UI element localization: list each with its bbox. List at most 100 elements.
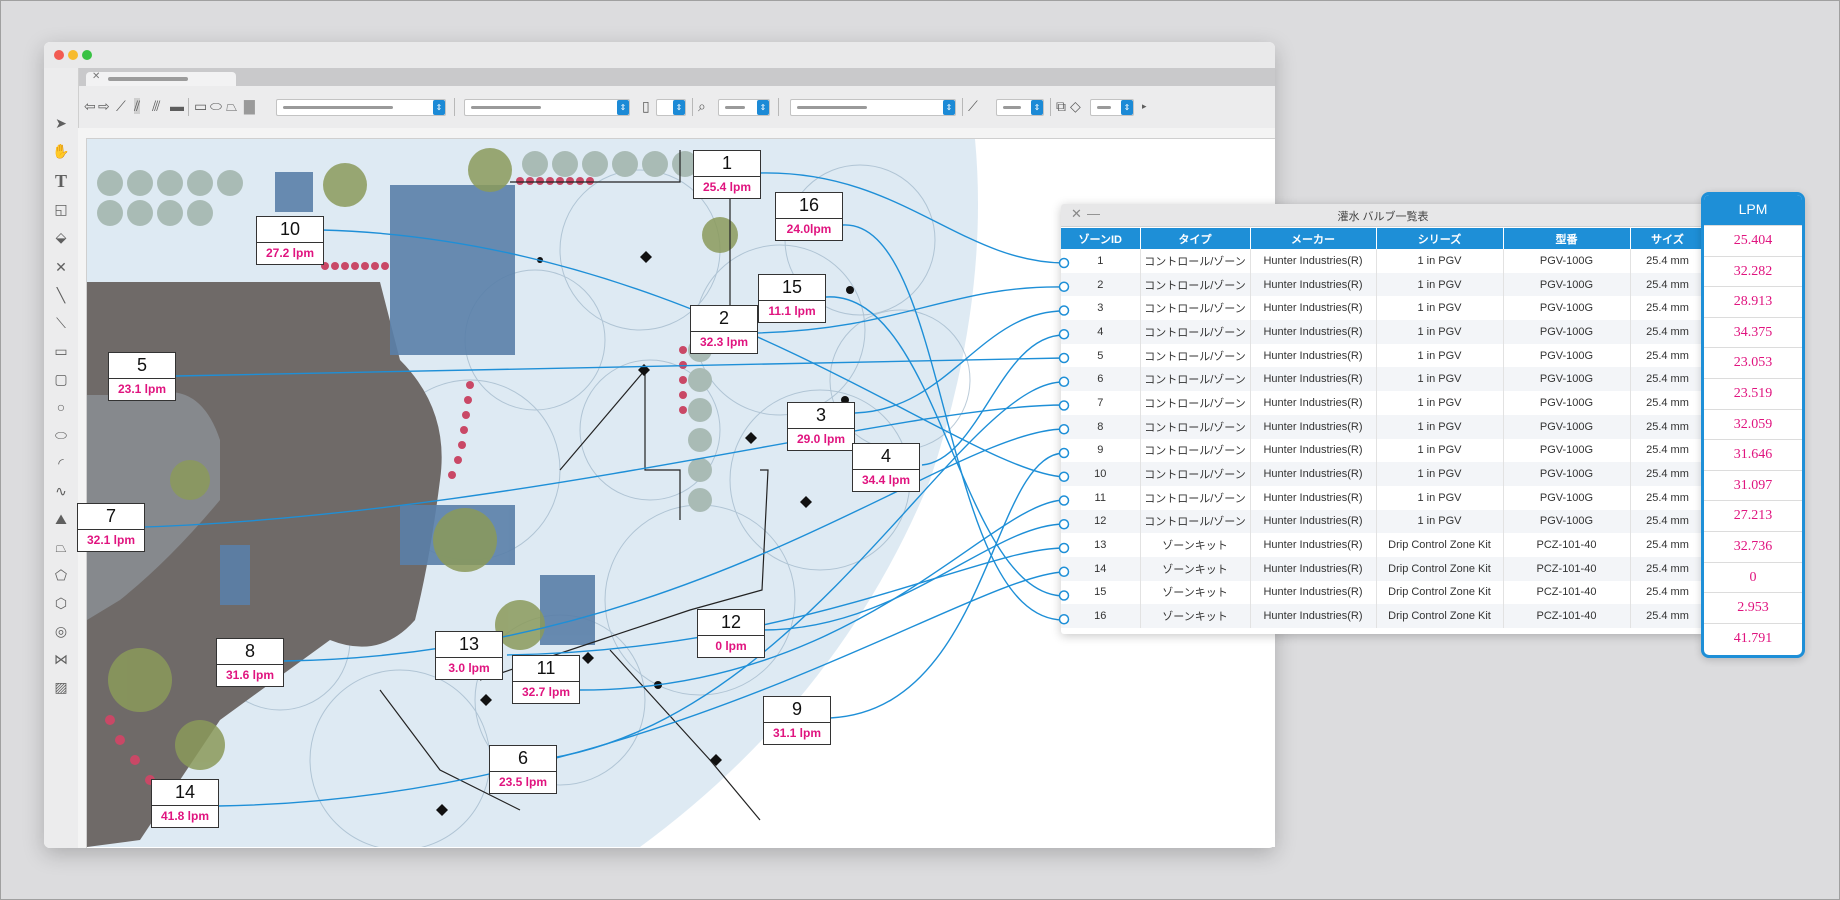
3d-tool-icon[interactable]: ⬙: [55, 229, 67, 245]
callout-icon[interactable]: ◱: [54, 201, 68, 217]
landscape-icon[interactable]: ⛰: [55, 511, 67, 527]
valve-panel-title: 灌水 バルブ一覧表: [1337, 211, 1429, 223]
chevron-updown-icon: ⇕: [673, 100, 685, 115]
cell-model: PGV-100G: [1503, 462, 1631, 486]
target-icon[interactable]: ◎: [54, 623, 68, 639]
back-arrow-icon[interactable]: ⇦: [84, 98, 96, 114]
rounded-rectangle-icon[interactable]: ▢: [54, 371, 68, 387]
close-window-button[interactable]: [54, 50, 64, 60]
view-dropdown[interactable]: ⇕: [790, 99, 956, 116]
class-dropdown[interactable]: ⇕: [464, 99, 630, 116]
lpm-value: 23.053: [1704, 347, 1802, 378]
pointer-icon[interactable]: ➤: [55, 115, 67, 131]
forward-arrow-icon[interactable]: ⇨: [98, 98, 110, 114]
column-header-size[interactable]: サイズ: [1630, 228, 1705, 249]
rectangle-icon[interactable]: ▭: [54, 343, 68, 359]
line-icon[interactable]: ╲: [56, 287, 66, 303]
text-icon[interactable]: T: [54, 171, 67, 191]
circle-icon[interactable]: ○: [56, 399, 66, 415]
polygon-icon[interactable]: ⏢: [226, 98, 238, 114]
hatch-icon[interactable]: ▨: [54, 679, 68, 695]
multi-wall-icon[interactable]: ⫻: [152, 98, 161, 114]
zoom-window-button[interactable]: [82, 50, 92, 60]
roof-icon[interactable]: ⏢: [55, 539, 67, 555]
toolbar-separator: [188, 98, 189, 116]
column-header-type[interactable]: タイプ: [1140, 228, 1251, 249]
fill-swatch-icon[interactable]: ▬: [170, 98, 184, 114]
zone-callout-flow: 32.1 lpm: [86, 533, 136, 547]
ellipse-icon[interactable]: ⬭: [210, 98, 222, 114]
layer-style-dropdown[interactable]: ⇕: [276, 99, 446, 116]
close-tab-icon[interactable]: ✕: [92, 71, 101, 82]
toolbar-overflow-icon[interactable]: ▸: [1142, 101, 1147, 111]
zoom-dropdown[interactable]: ⇕: [718, 99, 770, 116]
minimize-window-button[interactable]: [68, 50, 78, 60]
freehand-icon[interactable]: ∿: [55, 483, 67, 499]
column-header-series[interactable]: シリーズ: [1376, 228, 1504, 249]
opacity-dropdown[interactable]: ⇕: [1090, 99, 1134, 116]
cell-size: 25.4 mm: [1630, 391, 1705, 415]
angle-icon[interactable]: ⟋: [968, 98, 978, 114]
rectangle-icon[interactable]: ▭: [194, 98, 208, 114]
cell-series: 1 in PGV: [1376, 462, 1504, 486]
layers-icon[interactable]: ⧉: [1056, 98, 1066, 114]
page-icon[interactable]: ▯: [642, 98, 650, 114]
mirror-icon[interactable]: ⋈: [54, 651, 68, 667]
column-header-manufacturer[interactable]: メーカー: [1250, 228, 1377, 249]
zone-callout-number: 9: [764, 697, 830, 723]
x-tool-icon[interactable]: ✕: [55, 259, 67, 275]
angle-dropdown[interactable]: ⇕: [996, 99, 1044, 116]
arc-icon[interactable]: ◜: [58, 455, 64, 471]
cell-type: コントロール/ゾーン: [1140, 320, 1251, 344]
column-header-model[interactable]: 型番: [1503, 228, 1631, 249]
close-panel-icon[interactable]: ✕: [1071, 206, 1082, 221]
zoom-icon[interactable]: ⌕: [698, 98, 706, 114]
fill-color-icon[interactable]: ▇: [244, 98, 255, 114]
wall-icon[interactable]: ⫽: [134, 98, 141, 114]
polygon-icon[interactable]: ⬠: [54, 567, 68, 583]
minimize-panel-icon[interactable]: —: [1087, 206, 1100, 221]
pen-icon[interactable]: ⟋: [116, 98, 126, 114]
document-tab[interactable]: ✕: [86, 71, 236, 86]
hand-icon[interactable]: ✋: [52, 143, 70, 159]
hexagon-icon[interactable]: ⬡: [54, 595, 68, 611]
visibility-icon[interactable]: ◇: [1070, 98, 1081, 114]
double-line-icon[interactable]: ⟍: [56, 315, 66, 331]
column-header-zone-id[interactable]: ゾーンID: [1061, 228, 1141, 249]
oval-icon[interactable]: ⬭: [55, 427, 67, 443]
page-dropdown[interactable]: ⇕: [656, 99, 686, 116]
